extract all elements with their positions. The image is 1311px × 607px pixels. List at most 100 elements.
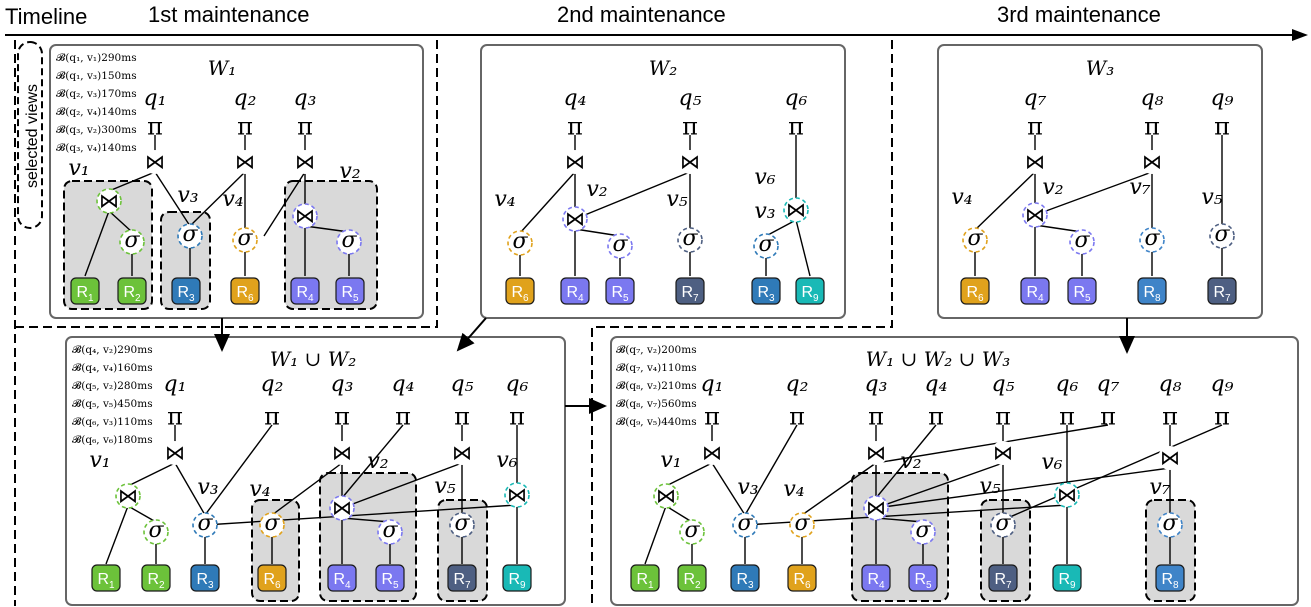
view-label-v3: v₃ — [754, 199, 775, 224]
project-operator: π — [567, 113, 583, 141]
phase-2-label: 2nd maintenance — [557, 2, 726, 27]
relation-r4: R4 — [290, 277, 320, 305]
panel-w12-benefits: 𝓑(q₄, v₂)290ms 𝓑(q₄, v₄)160ms 𝓑(q₅, v₂)2… — [72, 344, 153, 446]
plan-edge — [108, 171, 156, 192]
view-label-v2: v₂ — [1042, 175, 1063, 200]
join-symbol: ⋈ — [165, 441, 185, 465]
plan-edge — [127, 462, 176, 487]
plan-edge — [204, 424, 273, 516]
plan-edge — [204, 504, 518, 526]
project-operator: π — [868, 403, 884, 431]
query-label-q2: q₂ — [234, 86, 257, 111]
project-operator: π — [297, 113, 313, 141]
project-operator: π — [147, 113, 163, 141]
panel-w2-title: W₂ — [649, 56, 678, 80]
select-symbol: σ — [264, 511, 280, 536]
view-label-v7: v₇ — [1149, 475, 1170, 500]
select-operator: σ — [336, 228, 362, 255]
select-operator: σ — [259, 511, 285, 538]
plan-edge — [519, 171, 576, 234]
benefit-entry: 𝓑(q₄, v₂)290ms — [72, 344, 153, 356]
join-operator: ⋈ — [783, 197, 809, 223]
select-symbol: σ — [148, 518, 164, 543]
panel-w1-benefits: 𝓑(q₁, v₁)290ms 𝓑(q₁, v₃)150ms 𝓑(q₂, v₃)1… — [56, 52, 137, 154]
join-operator: ⋈ — [991, 441, 1015, 465]
select-operator: σ — [910, 518, 936, 545]
relation-r5: R5 — [1067, 277, 1097, 305]
project-operator: π — [682, 113, 698, 141]
plan-edge — [127, 505, 157, 523]
relation-r6: R6 — [257, 564, 287, 592]
query-label-q8: q₈ — [1159, 372, 1182, 397]
project-operator: π — [395, 403, 411, 431]
panel-w123-title: W₁ ∪ W₂ ∪ W₃ — [866, 347, 1011, 371]
join-operator: ⋈ — [653, 483, 679, 509]
view-label-v5: v₅ — [666, 187, 687, 212]
query-label-q2: q₂ — [261, 372, 284, 397]
select-symbol: σ — [341, 228, 357, 253]
selected-view-region — [63, 180, 153, 310]
phase-2-boundary — [591, 40, 893, 606]
select-operator: σ — [177, 222, 203, 249]
plan-edge — [263, 171, 306, 237]
select-symbol: σ — [182, 222, 198, 247]
benefit-entry: 𝓑(q₃, v₄)140ms — [56, 142, 137, 154]
query-label-q4: q₄ — [564, 86, 587, 111]
panel-w1-title: W₁ — [208, 56, 237, 80]
plan-edge — [795, 219, 811, 277]
project-operator: π — [788, 113, 804, 141]
view-label-v1: v₁ — [660, 448, 681, 473]
join-operator: ⋈ — [450, 441, 474, 465]
select-operator: σ — [119, 228, 145, 255]
view-label-v4: v₄ — [222, 187, 243, 212]
select-symbol: σ — [684, 518, 700, 543]
select-symbol: σ — [612, 232, 628, 257]
join-symbol: ⋈ — [1057, 483, 1077, 507]
relation-r7: R7 — [1207, 277, 1237, 305]
relation-r1: R1 — [70, 277, 100, 305]
relation-r6: R6 — [787, 564, 817, 592]
view-label-v4: v₄ — [249, 477, 270, 502]
project-operator: π — [237, 113, 253, 141]
query-label-q7: q₇ — [1024, 86, 1047, 111]
join-symbol: ⋈ — [295, 150, 315, 174]
select-operator: σ — [507, 229, 533, 256]
join-symbol: ⋈ — [332, 441, 352, 465]
query-label-q2: q₂ — [786, 372, 809, 397]
select-operator: σ — [789, 511, 815, 538]
join-operator: ⋈ — [700, 441, 724, 465]
join-symbol: ⋈ — [1025, 150, 1045, 174]
view-label-v3: v₃ — [197, 475, 218, 500]
join-symbol: ⋈ — [332, 496, 352, 520]
join-operator: ⋈ — [504, 482, 530, 508]
join-symbol: ⋈ — [565, 150, 585, 174]
project-operator: π — [264, 403, 280, 431]
plan-edge — [574, 228, 621, 237]
select-symbol: σ — [512, 229, 528, 254]
select-operator: σ — [1139, 226, 1165, 253]
plan-edge — [875, 424, 937, 499]
timeline-label: Timeline — [5, 4, 87, 29]
query-label-q7: q₇ — [1097, 372, 1120, 397]
benefit-entry: 𝓑(q₅, v₅)450ms — [72, 398, 153, 410]
query-label-q1: q₁ — [144, 86, 167, 111]
select-operator: σ — [1209, 222, 1235, 249]
join-operator: ⋈ — [329, 495, 355, 521]
plan-edge — [644, 505, 667, 565]
join-operator: ⋈ — [1022, 202, 1048, 228]
project-operator: π — [995, 403, 1011, 431]
panel-w12-title: W₁ ∪ W₂ — [270, 347, 357, 371]
plan-edge — [341, 424, 404, 499]
benefit-entry: 𝓑(q₆, v₆)180ms — [72, 434, 153, 446]
relation-r4: R4 — [327, 564, 357, 592]
relation-r4: R4 — [861, 564, 891, 592]
join-operator: ⋈ — [1054, 482, 1080, 508]
relation-r6: R6 — [960, 277, 990, 305]
select-operator: σ — [449, 511, 475, 538]
project-operator: π — [1100, 403, 1116, 431]
join-operator: ⋈ — [863, 495, 889, 521]
plan-edge — [108, 210, 133, 233]
query-label-q9: q₉ — [1211, 372, 1234, 397]
view-label-v4: v₄ — [951, 185, 972, 210]
select-operator: σ — [192, 511, 218, 538]
